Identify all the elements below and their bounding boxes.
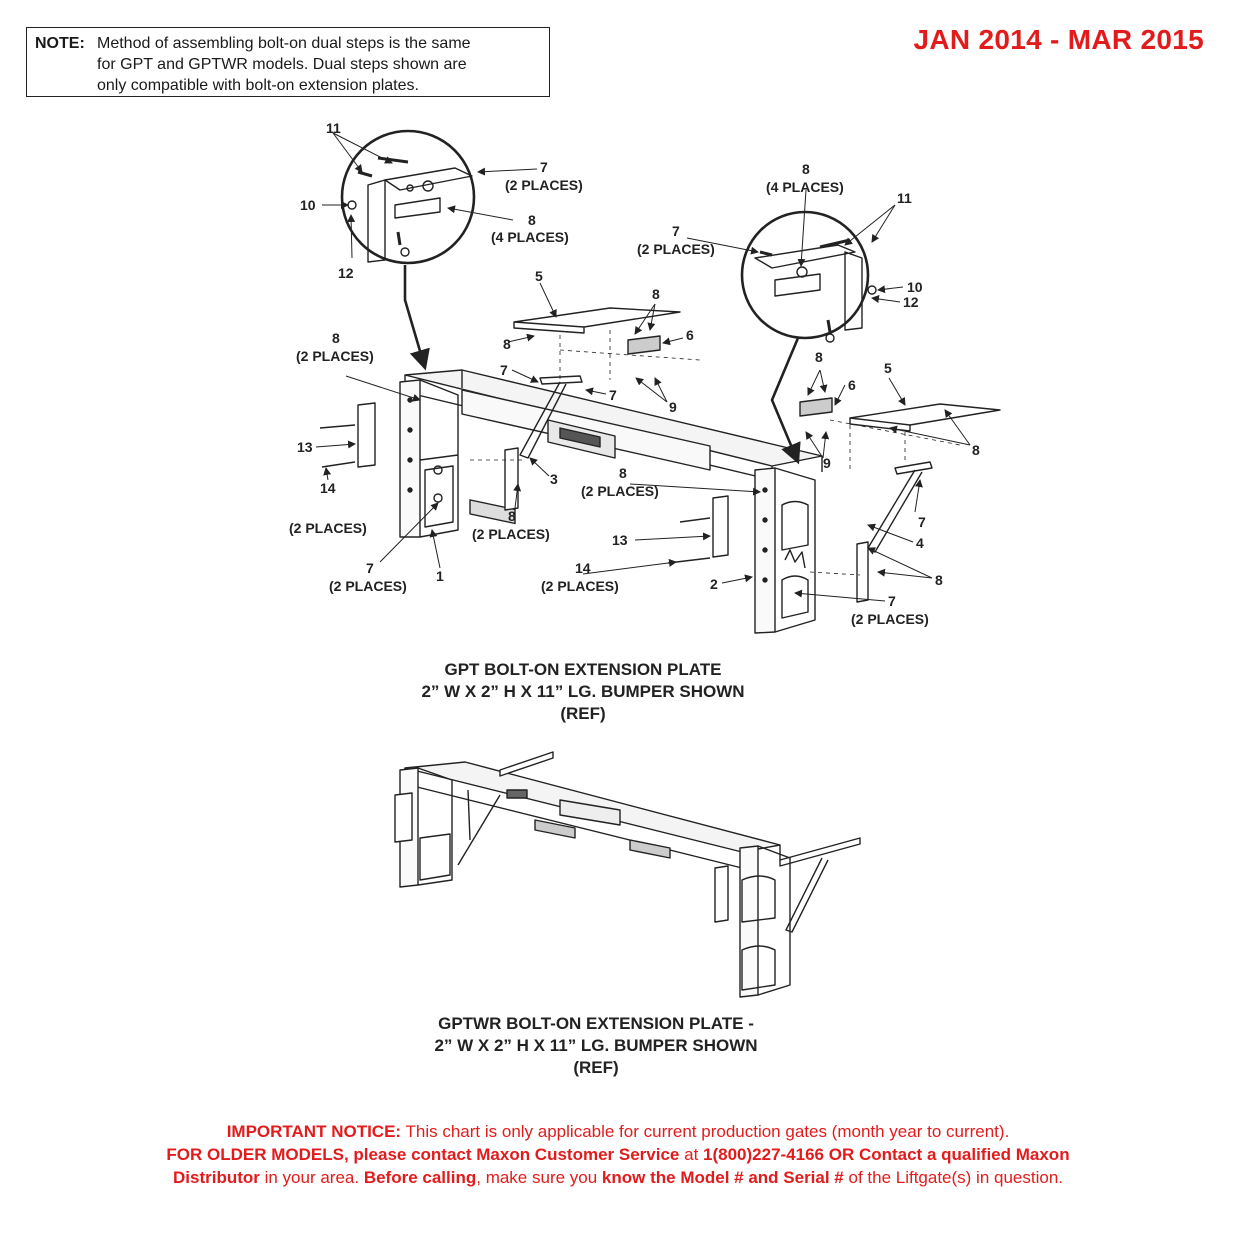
note-line-1: Method of assembling bolt-on dual steps … [97, 35, 471, 52]
left-support-arm-3 [504, 375, 583, 511]
note-line-2: for GPT and GPTWR models. Dual steps sho… [97, 56, 467, 73]
gpt-caption-line-1: GPT BOLT-ON EXTENSION PLATE [444, 660, 722, 679]
callout-7f: 7 [918, 514, 926, 530]
gptwr-caption: GPTWR BOLT-ON EXTENSION PLATE - 2” W X 2… [346, 1013, 846, 1079]
note-line-3: only compatible with bolt-on extension p… [97, 77, 419, 94]
callout-11b: 11 [897, 190, 912, 206]
notice-phone: 1(800)227-4166 OR Contact a qualified Ma… [703, 1145, 1070, 1164]
callout-9a: 9 [669, 399, 677, 415]
callout-8e: 8 [332, 330, 340, 346]
callout-10b: 10 [907, 279, 923, 295]
notice-text-1: This chart is only applicable for curren… [401, 1122, 1010, 1141]
notice-at: at [679, 1145, 704, 1164]
callout-8h: 8 [815, 349, 823, 365]
callout-3: 3 [550, 471, 558, 487]
callout-8e-places: (2 PLACES) [296, 348, 374, 364]
callout-8b: 8 [802, 161, 810, 177]
gptwr-caption-line-2: 2” W X 2” H X 11” LG. BUMPER SHOWN [434, 1036, 758, 1055]
notice-older-models: FOR OLDER MODELS, please contact Maxon C… [166, 1145, 680, 1164]
right-block-6 [799, 397, 833, 417]
callout-8f: 8 [508, 508, 516, 524]
left-bumper-block-13 [357, 402, 376, 468]
callout-8c: 8 [652, 286, 660, 302]
notice-model-serial: know the Model # and Serial # [601, 1168, 844, 1187]
notice-before-calling: Before calling [363, 1168, 477, 1187]
callout-7e: 7 [366, 560, 374, 576]
callout-7e-places: (2 PLACES) [329, 578, 407, 594]
callout-8j: 8 [935, 572, 943, 588]
notice-line-2: FOR OLDER MODELS, please contact Maxon C… [0, 1143, 1236, 1166]
gptwr-caption-line-1: GPTWR BOLT-ON EXTENSION PLATE - [438, 1014, 754, 1033]
gpt-caption: GPT BOLT-ON EXTENSION PLATE 2” W X 2” H … [333, 659, 833, 725]
callout-12a: 12 [338, 265, 354, 281]
callout-10a: 10 [300, 197, 316, 213]
date-range: JAN 2014 - MAR 2015 [913, 24, 1204, 55]
right-bumper-block-13 [712, 495, 729, 558]
gpt-maxon-plate [469, 499, 516, 525]
callout-7d: 7 [609, 387, 617, 403]
note-box: NOTE: Method of assembling bolt-on dual s… [26, 27, 550, 97]
notice-make-sure: , make sure you [476, 1168, 602, 1187]
left-step-part-1 [399, 379, 459, 538]
callout-2: 2 [710, 576, 718, 592]
right-extension-plate-5 [849, 403, 1001, 432]
callout-13b: 13 [612, 532, 628, 548]
callout-14b-places: (2 PLACES) [541, 578, 619, 594]
callout-7c: 7 [500, 362, 508, 378]
callout-7g: 7 [888, 593, 896, 609]
callout-8i: 8 [972, 442, 980, 458]
callout-7b-places: (2 PLACES) [637, 241, 715, 257]
notice-line-1: IMPORTANT NOTICE: This chart is only app… [0, 1120, 1236, 1143]
callout-8f-places: (2 PLACES) [472, 526, 550, 542]
left-extension-plate-5 [513, 307, 681, 334]
callout-8g: 8 [619, 465, 627, 481]
callout-8d: 8 [503, 336, 511, 352]
callout-1: 1 [436, 568, 444, 584]
detail-circle-right [740, 210, 877, 343]
notice-title: IMPORTANT NOTICE: [226, 1122, 402, 1141]
detail-circle-left [340, 129, 476, 265]
gpt-caption-line-2: 2” W X 2” H X 11” LG. BUMPER SHOWN [421, 682, 745, 701]
callout-5b: 5 [884, 360, 892, 376]
callout-8a-places: (4 PLACES) [491, 229, 569, 245]
callout-9b: 9 [823, 455, 831, 471]
notice-line-3: Distributor in your area. Before calling… [0, 1166, 1236, 1189]
gptwr-reference-assembly [394, 751, 861, 998]
note-row-1: NOTE: Method of assembling bolt-on dual s… [35, 33, 549, 54]
callout-8g-places: (2 PLACES) [581, 483, 659, 499]
callout-7b: 7 [672, 223, 680, 239]
callout-6b: 6 [848, 377, 856, 393]
callout-14a-places: (2 PLACES) [289, 520, 367, 536]
callout-8a: 8 [528, 212, 536, 228]
leader-lines [315, 132, 971, 602]
left-block-6 [627, 335, 661, 355]
callout-7g-places: (2 PLACES) [851, 611, 929, 627]
right-step-part-2 [754, 467, 816, 634]
callout-13a: 13 [297, 439, 313, 455]
callout-14b: 14 [575, 560, 591, 576]
callout-12b: 12 [903, 294, 919, 310]
right-support-arm-4 [856, 461, 933, 603]
callout-8b-places: (4 PLACES) [766, 179, 844, 195]
important-notice: IMPORTANT NOTICE: This chart is only app… [0, 1120, 1236, 1189]
notice-distributor: Distributor [172, 1168, 260, 1187]
callout-11a: 11 [326, 120, 341, 136]
callout-5a: 5 [535, 268, 543, 284]
callout-14a: 14 [320, 480, 336, 496]
gpt-caption-line-3: (REF) [560, 704, 606, 723]
callout-7a: 7 [540, 159, 548, 175]
notice-in-question: of the Liftgate(s) in question. [843, 1168, 1064, 1187]
callout-4: 4 [916, 535, 924, 551]
callout-labels: 11 7 (2 PLACES) 10 8 (4 PLACES) 12 8 (4 … [289, 120, 980, 627]
callout-7a-places: (2 PLACES) [505, 177, 583, 193]
gptwr-caption-line-3: (REF) [573, 1058, 619, 1077]
callout-6a: 6 [686, 327, 694, 343]
note-label: NOTE: [35, 35, 85, 52]
notice-in-area: in your area. [259, 1168, 364, 1187]
